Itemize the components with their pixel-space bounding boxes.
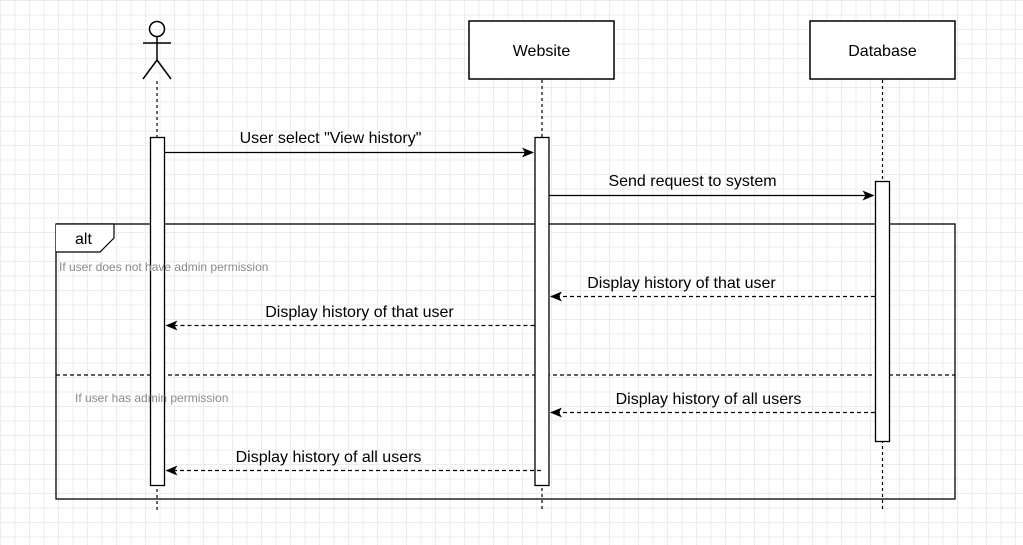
alt-operator-label: alt [75, 231, 92, 248]
alt-fragment: alt [55, 223, 956, 500]
alt-condition-admin: If user has admin permission [75, 391, 228, 405]
message-label-3: Display history of that user [587, 275, 776, 292]
activation-website [534, 136, 550, 487]
participant-database[interactable]: Database [809, 20, 956, 80]
activation-database [874, 180, 891, 443]
message-label-6: Display history of all users [236, 449, 422, 466]
activation-user [149, 136, 166, 487]
participant-database-label: Database [848, 43, 917, 60]
participant-website[interactable]: Website [468, 20, 615, 80]
alt-condition-no-admin: If user does not have admin permission [59, 260, 268, 274]
actor-user-icon [142, 20, 172, 80]
message-label-2: Send request to system [608, 173, 776, 190]
message-label-5: Display history of all users [616, 391, 802, 408]
message-label-1: User select "View history" [240, 130, 422, 147]
participant-website-label: Website [513, 43, 571, 60]
message-label-4: Display history of that user [265, 304, 454, 321]
